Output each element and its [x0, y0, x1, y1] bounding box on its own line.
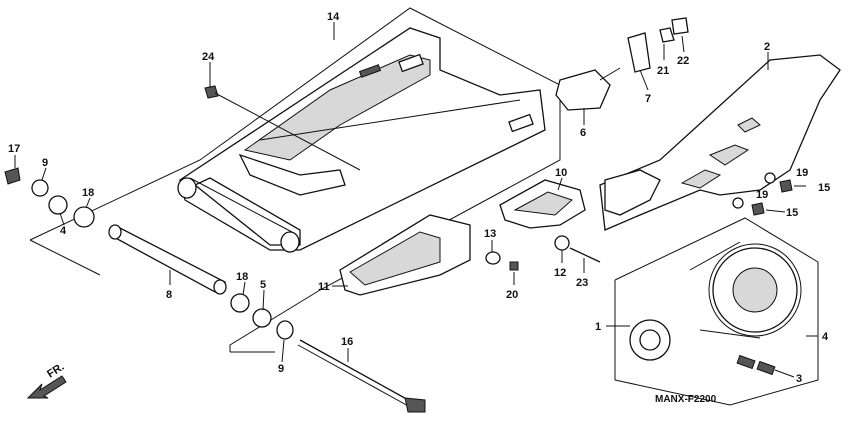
- callout-15-top: 15: [818, 182, 830, 194]
- callout-21: 21: [657, 65, 669, 77]
- callout-7: 7: [645, 93, 651, 105]
- diagram-code: MANX-F2200: [655, 394, 717, 405]
- swingarm-group-outline: [29, 7, 561, 353]
- pivot-shaft: [108, 224, 227, 295]
- chain-and-sprocket: [689, 241, 802, 339]
- swingarm: [177, 27, 546, 253]
- callout-6: 6: [580, 127, 586, 139]
- pivot-bolt: [297, 339, 426, 413]
- left-bearings: [4, 167, 294, 340]
- callout-9-top: 9: [42, 157, 48, 169]
- chain-slider: [339, 214, 471, 296]
- callout-11: 11: [318, 281, 330, 293]
- small-fasteners: [204, 85, 793, 271]
- callout-8: 8: [166, 289, 172, 301]
- callout-16: 16: [341, 336, 353, 348]
- callout-5: 5: [260, 279, 266, 291]
- callout-2: 2: [764, 41, 770, 53]
- callout-labels: 1 2 3 4 4 5 6 7 8 9 9 10 11 12 13 14 15 …: [8, 11, 830, 385]
- drive-sprocket: [629, 319, 671, 361]
- callout-9-bottom: 9: [278, 363, 284, 375]
- callout-10: 10: [555, 167, 567, 179]
- chain-adjuster: [555, 17, 689, 111]
- callout-19-top: 19: [796, 167, 808, 179]
- front-direction-arrow: FR.: [26, 361, 67, 399]
- callout-18-top: 18: [82, 187, 94, 199]
- callout-3: 3: [796, 373, 802, 385]
- callout-24: 24: [202, 51, 215, 63]
- callout-13: 13: [484, 228, 496, 240]
- callout-19-bottom: 19: [756, 189, 768, 201]
- swingarm-guard: [499, 179, 586, 229]
- callout-17: 17: [8, 143, 20, 155]
- callout-4-left: 4: [60, 225, 67, 237]
- callout-4-right: 4: [822, 331, 829, 343]
- callout-15-bottom: 15: [786, 207, 798, 219]
- chain-group-outline: [614, 217, 819, 406]
- chain-case: [599, 54, 841, 231]
- callout-12: 12: [554, 267, 566, 279]
- callout-1: 1: [595, 321, 601, 333]
- callout-14: 14: [327, 11, 340, 23]
- callout-18-bottom: 18: [236, 271, 248, 283]
- callout-23: 23: [576, 277, 588, 289]
- leader-lines: [14, 22, 818, 378]
- callout-22: 22: [677, 55, 689, 67]
- chain-joint: [736, 354, 776, 376]
- callout-20: 20: [506, 289, 518, 301]
